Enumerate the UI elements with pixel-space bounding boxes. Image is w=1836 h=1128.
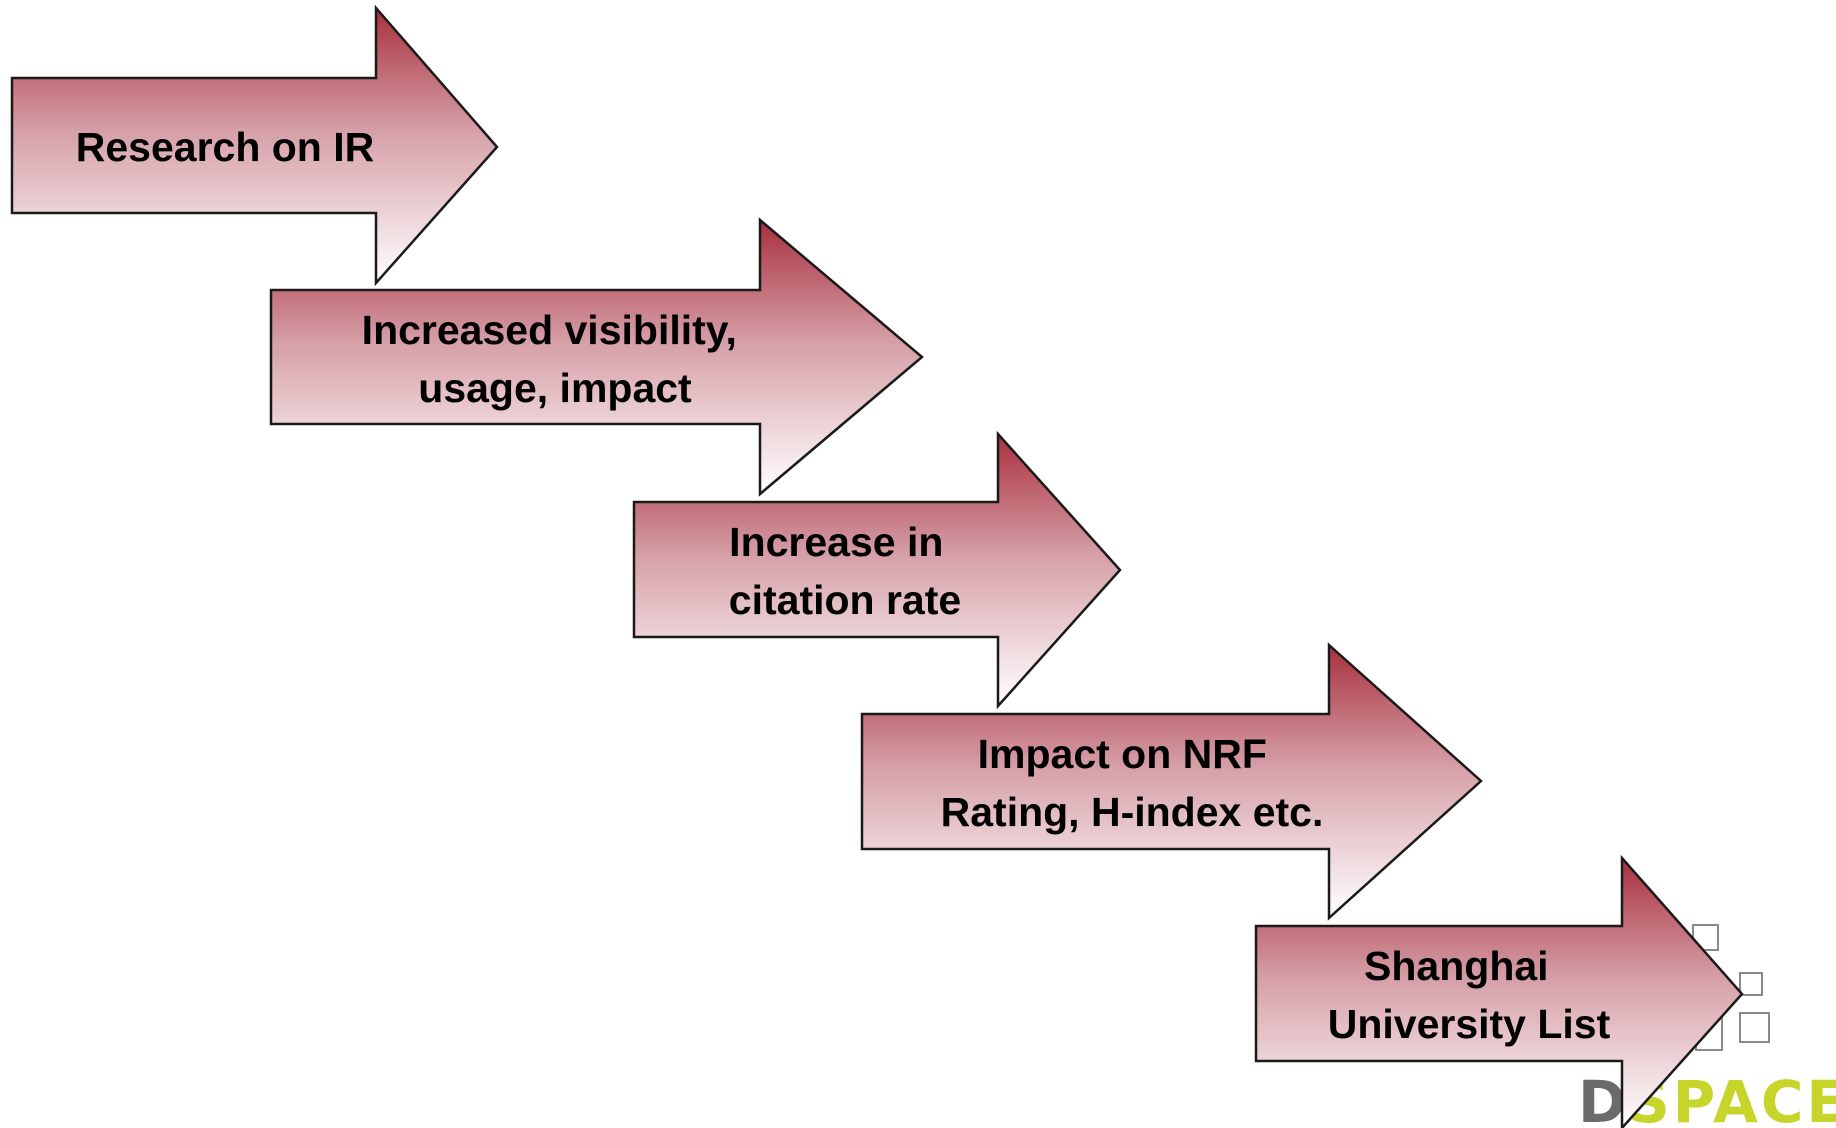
step-label-4-line-1: Impact on NRF — [978, 731, 1267, 777]
flow-step-4: Impact on NRF Rating, H-index etc. — [860, 642, 1483, 921]
arrow-shape-5 — [1254, 854, 1744, 1128]
step-label-2: Increased visibility, usage, impact — [362, 307, 749, 411]
step-label-3-line-1: Increase in — [729, 519, 943, 565]
step-label-3-line-2: citation rate — [729, 577, 961, 623]
flow-step-5: Shanghai University List — [1254, 854, 1744, 1128]
flow-step-2: Increased visibility, usage, impact — [269, 217, 924, 497]
arrow-shape-4 — [860, 642, 1483, 921]
step-label-2-line-1: Increased visibility, — [362, 307, 737, 353]
step-label-5-line-2: University List — [1328, 1001, 1611, 1047]
flow-step-1: Research on IR — [10, 4, 499, 287]
arrow-shape-1 — [10, 4, 499, 287]
step-label-5: Shanghai University List — [1328, 943, 1611, 1047]
step-label-5-line-1: Shanghai — [1364, 943, 1549, 989]
step-label-2-line-2: usage, impact — [418, 365, 692, 411]
step-label-4-line-2: Rating, H-index etc. — [941, 789, 1324, 835]
flow-step-3: Increase in citation rate — [632, 430, 1122, 710]
step-label-1: Research on IR — [76, 124, 375, 170]
arrow-shape-3 — [632, 430, 1122, 710]
step-label-1-line-1: Research on IR — [76, 124, 375, 170]
step-label-4: Impact on NRF Rating, H-index etc. — [941, 731, 1324, 835]
arrow-shape-2 — [269, 217, 924, 497]
dspace-logo-d: D — [1578, 1068, 1626, 1128]
step-label-3: Increase in citation rate — [729, 519, 961, 623]
